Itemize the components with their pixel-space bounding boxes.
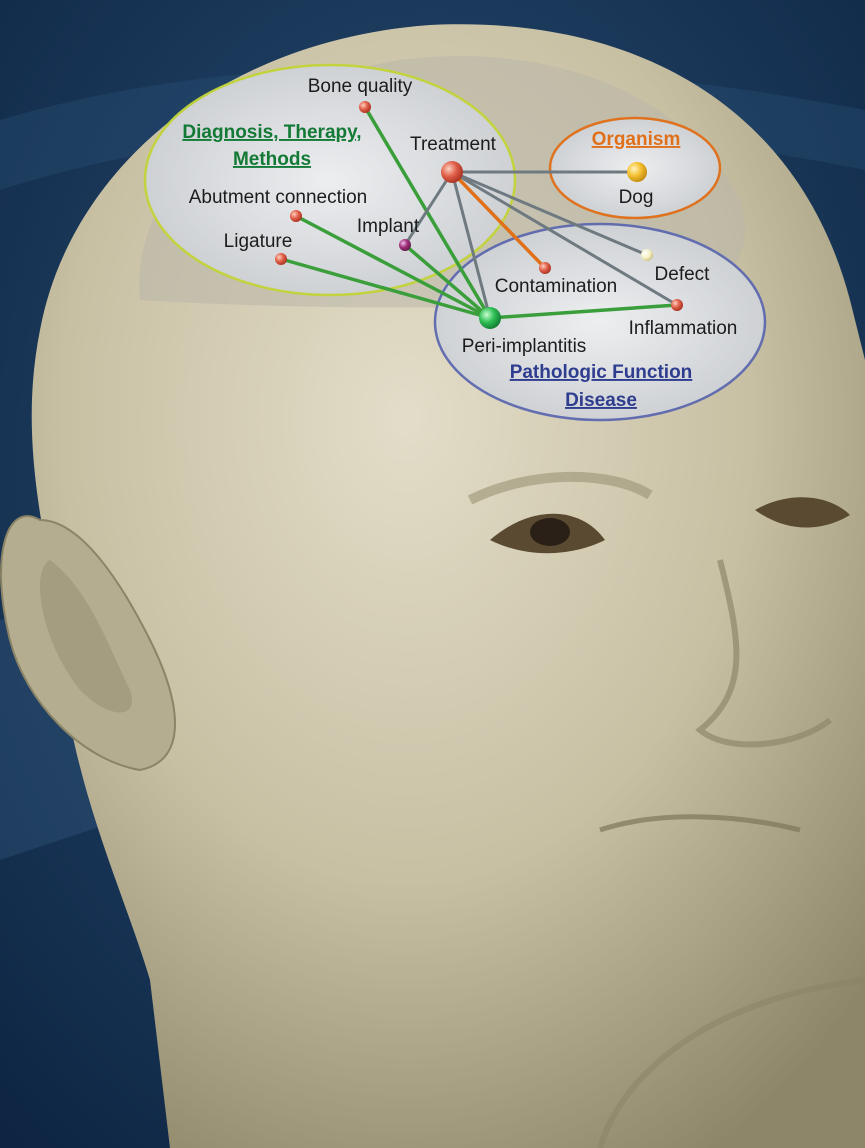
node-ligature bbox=[275, 253, 287, 265]
group-label-pathologic-line2: Disease bbox=[565, 390, 637, 411]
group-label-diagnosis-line2: Methods bbox=[233, 149, 311, 170]
label-dog: Dog bbox=[619, 187, 654, 208]
label-contamination: Contamination bbox=[495, 276, 618, 297]
node-treatment bbox=[441, 161, 463, 183]
group-label-pathologic-line1: Pathologic Function bbox=[510, 362, 693, 383]
group-label-diagnosis-line1: Diagnosis, Therapy, bbox=[182, 122, 361, 143]
label-implant: Implant bbox=[357, 216, 420, 237]
node-abutment-connection bbox=[290, 210, 302, 222]
label-ligature: Ligature bbox=[224, 231, 293, 252]
label-inflammation: Inflammation bbox=[629, 318, 738, 339]
node-implant bbox=[399, 239, 411, 251]
node-defect bbox=[641, 249, 653, 261]
label-abutment-connection: Abutment connection bbox=[189, 187, 368, 208]
label-defect: Defect bbox=[655, 264, 711, 285]
node-dog bbox=[627, 162, 647, 182]
label-treatment: Treatment bbox=[410, 134, 497, 155]
node-peri-implantitis bbox=[479, 307, 501, 329]
label-peri-implantitis: Peri-implantitis bbox=[462, 336, 587, 357]
group-label-organism: Organism bbox=[592, 129, 681, 150]
node-inflammation bbox=[671, 299, 683, 311]
node-contamination bbox=[539, 262, 551, 274]
node-bone-quality bbox=[359, 101, 371, 113]
label-bone-quality: Bone quality bbox=[308, 76, 413, 97]
